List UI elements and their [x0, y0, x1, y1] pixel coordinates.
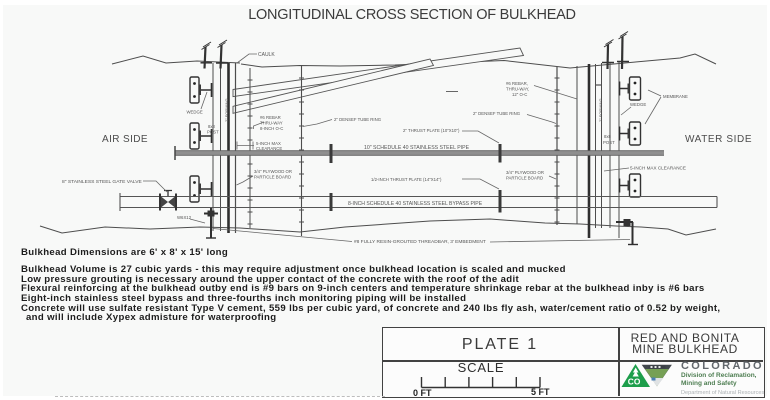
- svg-text:#6 REBAR,: #6 REBAR,: [506, 81, 528, 86]
- svg-text:#6 REBAR: #6 REBAR: [260, 115, 281, 120]
- svg-text:#8 FULLY RESIN-GROUTED THREADB: #8 FULLY RESIN-GROUTED THREADBAR, 3' EMB…: [354, 239, 486, 245]
- svg-text:CO: CO: [628, 377, 641, 387]
- svg-text:PARTICLE BOARD: PARTICLE BOARD: [506, 176, 543, 181]
- svg-text:8-INCH O-C: 8-INCH O-C: [260, 126, 283, 131]
- svg-text:8x8: 8x8: [604, 134, 612, 139]
- svg-text:THRU-WAY: THRU-WAY: [260, 121, 283, 126]
- svg-text:3/4" PLYWOOD OR: 3/4" PLYWOOD OR: [506, 170, 544, 175]
- svg-text:8x8: 8x8: [208, 124, 216, 129]
- svg-text:10" SCHEDULE 40 STAINLESS STEE: 10" SCHEDULE 40 STAINLESS STEEL PIPE: [364, 145, 470, 151]
- svg-text:1/2-INCH THRUST PLATE (14"X14": 1/2-INCH THRUST PLATE (14"X14"): [371, 177, 442, 182]
- svg-text:THRU-WAY,: THRU-WAY,: [506, 87, 529, 92]
- svg-text:5-INCH MAX CLEARANCE: 5-INCH MAX CLEARANCE: [630, 166, 686, 171]
- svg-text:5-INCH MAX: 5-INCH MAX: [256, 141, 281, 146]
- svg-text:12" O-C: 12" O-C: [512, 92, 527, 97]
- svg-text:W6X12: W6X12: [177, 215, 192, 220]
- svg-text:8-INCH SCHEDULE 40 STAINLESS S: 8-INCH SCHEDULE 40 STAINLESS STEEL BYPAS…: [348, 201, 483, 207]
- svg-text:2" THRUST PLATE (10"X10"): 2" THRUST PLATE (10"X10"): [403, 128, 460, 133]
- svg-text:2" DENSEF TUBE RING: 2" DENSEF TUBE RING: [334, 117, 382, 122]
- svg-text:WEDGE: WEDGE: [630, 102, 646, 107]
- svg-text:3/4" PLYWOOD OR: 3/4" PLYWOOD OR: [254, 169, 292, 174]
- svg-text:POST: POST: [207, 130, 219, 135]
- svg-text:CAULK: CAULK: [258, 52, 275, 58]
- svg-text:CLEARANCE: CLEARANCE: [256, 146, 282, 151]
- svg-text:PARTICLE BOARD: PARTICLE BOARD: [254, 175, 291, 180]
- svg-text:2" FORMING: 2" FORMING: [598, 98, 603, 122]
- svg-text:MEMBRANE: MEMBRANE: [663, 94, 688, 99]
- svg-text:2" DENSEF TUBE RING: 2" DENSEF TUBE RING: [473, 111, 521, 116]
- svg-text:POST: POST: [603, 140, 615, 145]
- svg-text:2" FORMING: 2" FORMING: [224, 98, 229, 122]
- svg-text:8" STAINLESS STEEL GATE VALVE: 8" STAINLESS STEEL GATE VALVE: [62, 179, 142, 185]
- svg-text:WEDGE: WEDGE: [187, 110, 203, 115]
